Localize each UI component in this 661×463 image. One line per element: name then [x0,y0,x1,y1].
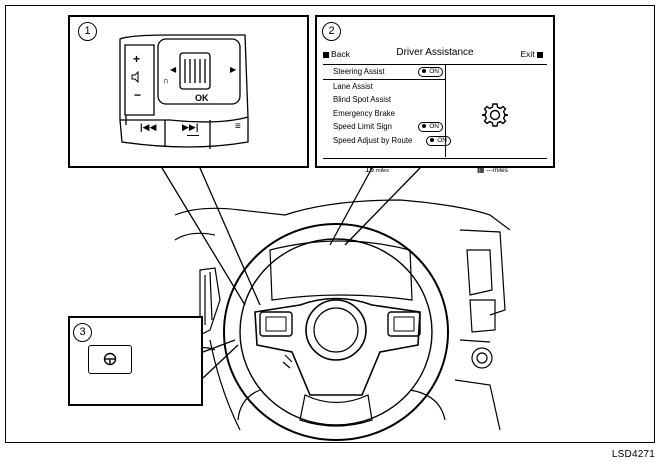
steering-wheel-icon [103,352,117,366]
toggle-steering-assist[interactable]: ON [418,67,443,77]
menu-divider [445,65,446,157]
back-button[interactable]: Back [323,49,350,59]
range-readout: 16 miles [365,165,389,174]
skip-forward-icon: ▶▶| [182,122,199,132]
figure-frame [5,5,655,443]
fuel-pump-icon: ▦ [477,165,485,174]
callout-3: 3 [73,323,92,342]
footer-divider [323,158,547,159]
controls-panel: ◀ ⊃ ▶ |◀◀ ▶▶| ≡ [68,15,309,168]
toggle-speed-limit-sign[interactable]: ON [418,122,443,132]
screen-header: Back Driver Assistance Exit [317,47,553,63]
left-arrow-icon: ◀ [170,65,177,74]
menu-item-blind-spot-assist[interactable]: Blind Spot Assist [333,95,392,104]
up-arrow-icon: ⊃ [162,78,170,84]
screen-panel: Back Driver Assistance Exit Steering Ass… [315,15,555,174]
fuel-readout: ▦ ---miles [477,165,509,174]
header-divider [323,64,547,65]
volume-minus-label: − [134,88,142,102]
menu-item-lane-assist[interactable]: Lane Assist [333,81,373,91]
menu-icon: ≡ [235,121,241,132]
callout-1: 1 [78,22,97,41]
volume-icon [131,71,139,83]
volume-plus-label: + [133,52,141,66]
exit-square-icon [537,51,543,58]
skip-forward-underline [187,135,199,136]
figure-caption: LSD4271 [611,449,655,460]
toggle-speed-adjust-by-route[interactable]: ON [426,135,451,146]
exit-button[interactable]: Exit [520,49,545,59]
menu-item-emergency-brake[interactable]: Emergency Brake [333,108,395,118]
gear-icon [482,103,508,127]
screen-title: Driver Assistance [396,47,474,58]
callout-2: 2 [322,22,341,41]
right-arrow-icon: ▶ [230,65,237,74]
back-square-icon [323,51,329,58]
ok-button-label: OK [195,93,209,103]
skip-back-icon: |◀◀ [140,122,157,132]
steering-assist-switch[interactable] [88,345,132,374]
